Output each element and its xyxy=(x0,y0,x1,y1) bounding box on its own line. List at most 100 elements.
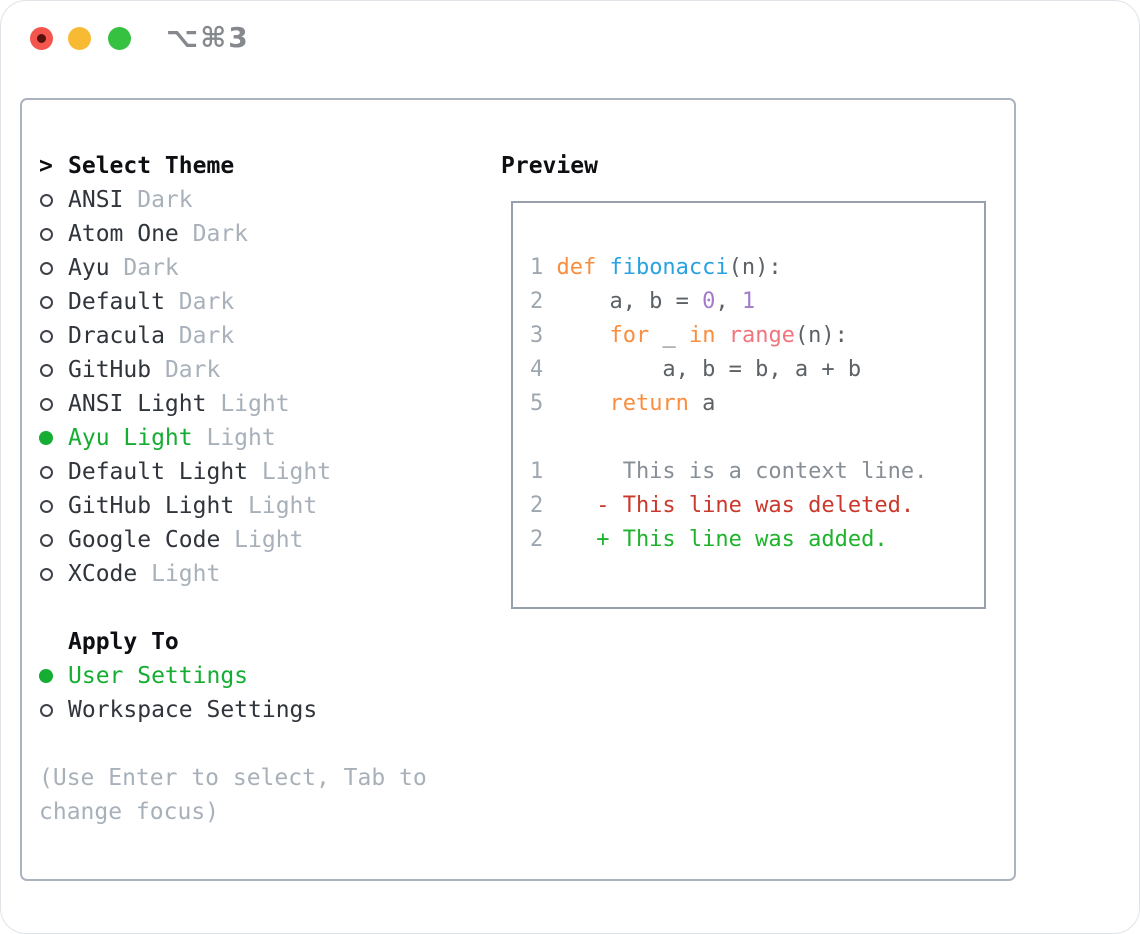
theme-variant: Dark xyxy=(123,255,179,281)
prompt-arrow-icon: > xyxy=(39,153,53,179)
theme-name: ANSI Light xyxy=(68,391,207,417)
token-plain: _ xyxy=(649,323,689,348)
apply-option-workspace-settings[interactable]: Workspace Settings xyxy=(39,693,459,727)
line-number: 3 xyxy=(530,323,544,348)
line-number: 5 xyxy=(530,391,544,416)
token-plain: , xyxy=(715,289,742,314)
radio-slot xyxy=(39,431,68,445)
radio-icon xyxy=(40,363,53,377)
select-theme-header: > Select Theme xyxy=(39,149,459,183)
radio-icon xyxy=(40,227,53,241)
radio-slot xyxy=(39,261,68,275)
theme-variant: Dark xyxy=(178,323,235,349)
token-plain xyxy=(556,387,609,421)
radio-slot xyxy=(39,567,68,581)
theme-name: Ayu Light xyxy=(68,425,193,451)
radio-selected-icon xyxy=(39,669,53,683)
theme-item-ayu[interactable]: Ayu Dark xyxy=(39,251,459,285)
radio-icon xyxy=(40,193,53,207)
line-number: 1 xyxy=(530,255,544,280)
token-keyword: def xyxy=(556,255,610,280)
titlebar: ⌥⌘3 xyxy=(1,1,1139,75)
token-plain xyxy=(556,319,609,353)
radio-icon xyxy=(40,261,53,275)
theme-variant: Dark xyxy=(178,289,235,315)
radio-icon xyxy=(40,499,53,513)
token-plain: (n): xyxy=(794,323,848,348)
token-number: 1 xyxy=(741,289,756,314)
line-number: 2 xyxy=(530,527,544,552)
theme-variant: Light xyxy=(220,391,290,417)
token-function: fibonacci xyxy=(609,255,729,280)
radio-slot xyxy=(39,295,68,309)
line-number: 1 xyxy=(530,459,544,484)
token-plain: (n): xyxy=(728,255,782,280)
token-plain xyxy=(715,319,728,353)
radio-slot xyxy=(39,533,68,547)
radio-selected-icon xyxy=(39,431,53,445)
spacer xyxy=(39,727,459,761)
theme-name: Google Code xyxy=(68,527,221,553)
code-line: 4 a, b = b, a + b xyxy=(530,353,984,387)
apply-option-label: User Settings xyxy=(68,663,249,689)
spacer-line xyxy=(530,421,984,455)
theme-item-ayu-light[interactable]: Ayu Light Light xyxy=(39,421,459,455)
apply-option-user-settings[interactable]: User Settings xyxy=(39,659,459,693)
radio-slot xyxy=(39,499,68,513)
line-number: 2 xyxy=(530,493,544,518)
maximize-button[interactable] xyxy=(108,27,131,50)
keyboard-hint: (Use Enter to select, Tab to change focu… xyxy=(39,765,427,825)
minimize-button[interactable] xyxy=(68,27,91,50)
radio-icon xyxy=(40,533,53,547)
code-line: 5 return a xyxy=(530,387,984,421)
diff-line: 2 - This line was deleted. xyxy=(530,489,984,523)
apply-to-title: Apply To xyxy=(68,629,179,655)
token-context: This is a context line. xyxy=(556,459,928,484)
token-keyword: return xyxy=(609,391,689,416)
radio-slot xyxy=(39,363,68,377)
theme-name: Atom One xyxy=(68,221,179,247)
theme-name: Ayu xyxy=(68,255,110,281)
radio-icon xyxy=(40,703,53,717)
radio-slot xyxy=(39,465,68,479)
token-number: 0 xyxy=(702,289,716,314)
select-theme-title: Select Theme xyxy=(68,153,235,179)
diff-line: 1 This is a context line. xyxy=(530,455,984,489)
token-deleted: - This line was deleted. xyxy=(556,493,915,518)
radio-icon xyxy=(40,567,53,581)
radio-slot xyxy=(39,703,68,717)
radio-icon xyxy=(40,329,53,343)
radio-slot xyxy=(39,397,68,411)
unsaved-indicator-dot xyxy=(37,34,46,43)
theme-item-dracula[interactable]: Dracula Dark xyxy=(39,319,459,353)
radio-icon xyxy=(40,295,53,309)
radio-slot xyxy=(39,329,68,343)
theme-name: Dracula xyxy=(68,323,165,349)
theme-name: Default xyxy=(68,289,165,315)
preview-title: Preview xyxy=(501,153,598,179)
radio-slot xyxy=(39,227,68,241)
close-button[interactable] xyxy=(30,27,53,50)
theme-name: Default Light xyxy=(68,459,249,485)
theme-item-ansi-light[interactable]: ANSI Light Light xyxy=(39,387,459,421)
theme-variant: Light xyxy=(248,493,318,519)
theme-name: GitHub xyxy=(68,357,152,383)
radio-icon xyxy=(40,465,53,479)
token-plain: a xyxy=(688,391,716,416)
theme-variant: Light xyxy=(151,561,221,587)
theme-variant: Dark xyxy=(137,187,193,213)
theme-variant: Light xyxy=(206,425,276,451)
theme-item-default[interactable]: Default Dark xyxy=(39,285,459,319)
